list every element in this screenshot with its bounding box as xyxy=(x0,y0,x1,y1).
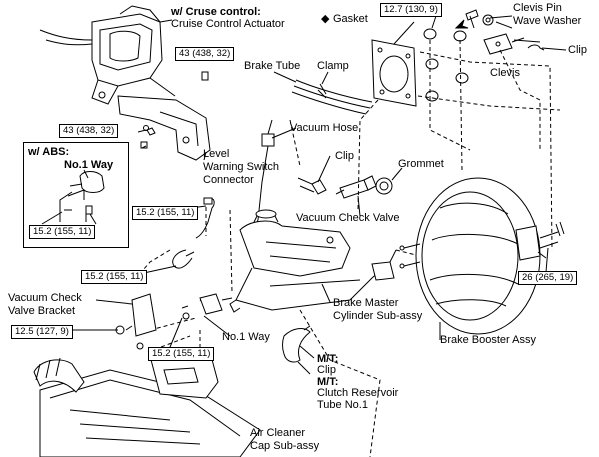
label-no1-way-abs: No.1 Way xyxy=(64,159,114,171)
label-mt-2: M/T: xyxy=(317,376,339,388)
arrow-indicator xyxy=(454,19,469,29)
abs-no1-way-part xyxy=(59,171,105,222)
bolts-actuator xyxy=(140,71,209,149)
no1-way-junction xyxy=(181,293,233,320)
torque-left: 43 (438, 32) xyxy=(59,124,119,138)
spacer-nuts xyxy=(423,28,469,102)
label-clamp: Clamp xyxy=(317,60,349,72)
assembly-guide-lines xyxy=(135,39,561,457)
gasket-plate xyxy=(371,39,417,107)
label-clip-top: Clip xyxy=(568,44,587,56)
torque-top-center: 12.7 (130, 9) xyxy=(380,3,442,17)
label-gasket: Gasket xyxy=(333,13,368,25)
abs-inset-box xyxy=(23,142,129,248)
air-cleaner-cap xyxy=(33,351,261,457)
torque-bracket: 12.5 (127, 9) xyxy=(11,325,73,339)
torque-no1way: 15.2 (155, 11) xyxy=(148,347,215,361)
label-wave-washer: Wave Washer xyxy=(513,15,582,27)
label-brake-master-1: Brake Master xyxy=(333,297,399,309)
cruise-control-actuator xyxy=(39,5,176,105)
label-mt-1: M/T: xyxy=(317,353,339,365)
label-air-cleaner-2: Cap Sub-assy xyxy=(250,440,320,452)
label-vcv-bracket-2: Valve Bracket xyxy=(8,305,76,317)
label-brake-master-2: Cylinder Sub-assy xyxy=(333,310,423,322)
label-no1-way: No.1 Way xyxy=(222,331,270,343)
torque-tube-left: 15.2 (155, 11) xyxy=(81,270,148,284)
label-clip-mid: Clip xyxy=(335,150,354,162)
label-brake-booster: Brake Booster Assy xyxy=(440,334,536,346)
label-gasket-symbol: ◆ xyxy=(321,13,330,25)
leader-lines xyxy=(41,15,567,375)
brake-master-cylinder xyxy=(229,209,397,313)
clutch-reservoir-tube xyxy=(282,325,311,363)
brake-tube-left xyxy=(172,197,215,269)
label-level-warning-3: Connector xyxy=(203,174,254,186)
label-vacuum-hose: Vacuum Hose xyxy=(290,122,359,134)
brake-tubes-top xyxy=(291,79,373,115)
vacuum-hose-assembly xyxy=(297,175,393,199)
label-clutch-1: Clutch Reservoir xyxy=(317,387,399,399)
label-level-warning-1: Level xyxy=(203,148,230,160)
label-clutch-2: Tube No.1 xyxy=(317,399,368,411)
label-clevis: Clevis xyxy=(490,67,520,79)
torque-tube-upper: 15.2 (155, 11) xyxy=(132,206,199,220)
label-abs-heading: w/ ABS: xyxy=(28,146,70,158)
actuator-bracket xyxy=(117,95,211,161)
label-vacuum-check-valve: Vacuum Check Valve xyxy=(296,212,400,224)
label-vcv-bracket-1: Vacuum Check xyxy=(8,292,82,304)
vacuum-check-valve-bracket xyxy=(115,293,157,350)
clevis-parts xyxy=(465,9,545,55)
label-grommet: Grommet xyxy=(398,158,444,170)
label-cruise-actuator: Cruise Control Actuator xyxy=(171,18,285,30)
torque-actuator: 43 (438, 32) xyxy=(175,47,235,61)
label-level-warning-2: Warning Switch xyxy=(203,161,280,173)
label-cruise-heading: w/ Cruse control: xyxy=(171,6,261,18)
torque-booster: 26 (265, 19) xyxy=(518,271,578,285)
label-air-cleaner-1: Air Cleaner xyxy=(250,427,306,439)
torque-abs: 15.2 (155, 11) xyxy=(29,225,96,239)
label-brake-tube: Brake Tube xyxy=(244,60,301,72)
brake-booster-assy xyxy=(399,177,565,335)
label-clevis-pin: Clevis Pin xyxy=(513,2,562,14)
label-mt-clip: Clip xyxy=(317,364,336,376)
